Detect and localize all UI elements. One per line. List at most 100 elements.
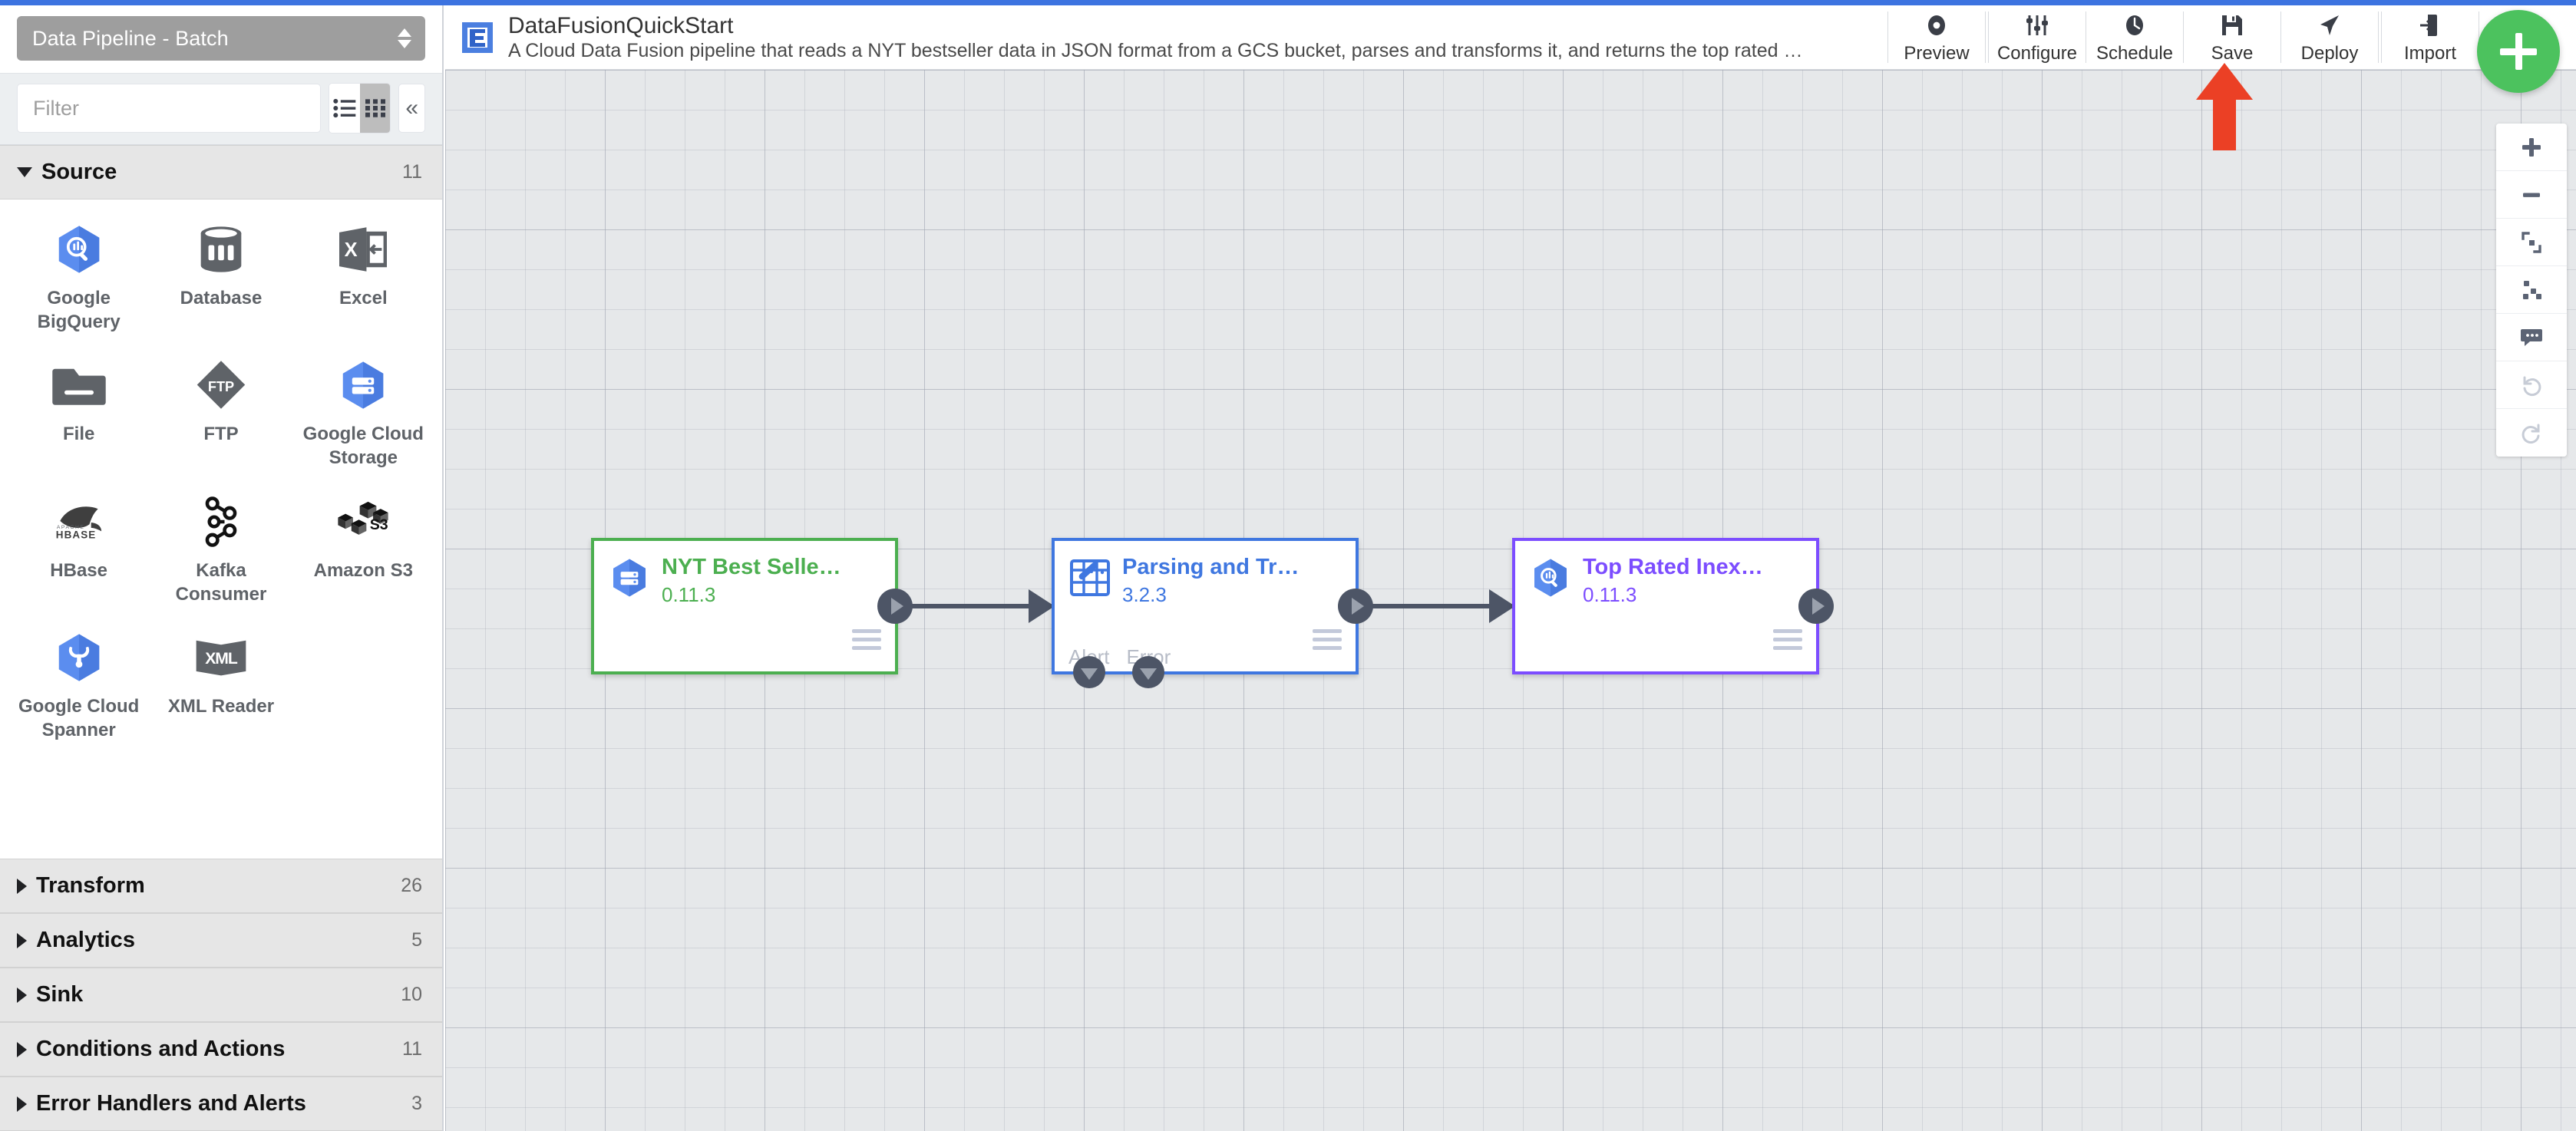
- redo-icon[interactable]: [2496, 409, 2567, 457]
- pipeline-text: DataFusionQuickStart A Cloud Data Fusion…: [508, 12, 1813, 62]
- node-name: Top Rated Inex…: [1583, 555, 1763, 579]
- output-port-icon[interactable]: [1338, 589, 1373, 624]
- paper-plane-icon: [2317, 11, 2342, 40]
- sidebar-group-count: 11: [402, 161, 422, 183]
- schedule-button[interactable]: Schedule: [2086, 5, 2183, 69]
- plugin-label: Excel: [339, 288, 388, 308]
- align-nodes-icon[interactable]: [2496, 266, 2567, 314]
- plugin-item-excel[interactable]: X Excel: [292, 216, 434, 341]
- fit-to-screen-icon[interactable]: [2496, 219, 2567, 266]
- google-cloud-storage-icon: [335, 357, 391, 414]
- sidebar-group-label: Conditions and Actions: [36, 1037, 286, 1061]
- preview-button[interactable]: Preview: [1888, 5, 1985, 69]
- connector-transform-to-sink[interactable]: [1360, 604, 1495, 608]
- chevron-right-icon: [17, 987, 27, 1003]
- alert-port[interactable]: Alert: [1068, 647, 1109, 688]
- connector-source-to-transform[interactable]: [900, 604, 1035, 608]
- pipeline-node-transform[interactable]: Parsing and Tr… 3.2.3 Alert Error: [1052, 538, 1373, 688]
- google-cloud-spanner-icon: [51, 629, 107, 686]
- node-menu-icon[interactable]: [852, 629, 881, 650]
- eye-icon: [1924, 11, 1950, 40]
- plugin-item-amazon-s3[interactable]: S3 Amazon S3: [292, 489, 434, 614]
- save-button[interactable]: Save: [2184, 5, 2280, 69]
- grid-view-icon[interactable]: [359, 84, 391, 133]
- ftp-icon: FTP: [193, 357, 249, 414]
- artifact-type-select[interactable]: Data Pipeline - Batch: [17, 16, 425, 61]
- node-version: 0.11.3: [662, 583, 716, 607]
- toolbar-divider: [1985, 12, 1989, 63]
- view-toggle-group: [329, 83, 391, 134]
- pipeline-node-source[interactable]: NYT Best Selle… 0.11.3: [591, 538, 913, 674]
- sidebar-group-conditions-and-actions[interactable]: Conditions and Actions 11: [0, 1022, 442, 1077]
- toolbar-label: Configure: [1996, 42, 2078, 64]
- svg-text:HBASE: HBASE: [55, 529, 96, 540]
- node-menu-icon[interactable]: [1773, 629, 1802, 650]
- plugin-label: Google Cloud Spanner: [18, 696, 140, 741]
- sidebar-group-transform[interactable]: Transform 26: [0, 859, 442, 913]
- pipeline-canvas[interactable]: NYT Best Selle… 0.11.3: [445, 70, 2576, 1131]
- sidebar-group-error-handlers-and-alerts[interactable]: Error Handlers and Alerts 3: [0, 1077, 442, 1131]
- connector-arrowhead: [1489, 589, 1515, 623]
- kafka-icon: [193, 493, 249, 550]
- pipeline-node-sink[interactable]: Top Rated Inex… 0.11.3: [1512, 538, 1834, 674]
- error-port-knob[interactable]: [1132, 656, 1165, 688]
- google-bigquery-icon: [51, 221, 107, 278]
- configure-button[interactable]: Configure: [1989, 5, 2086, 69]
- toolbar-label: Deploy: [2300, 42, 2359, 64]
- output-port-icon[interactable]: [877, 589, 913, 624]
- toolbar-label: Preview: [1904, 42, 1970, 64]
- node-name: NYT Best Selle…: [662, 555, 841, 579]
- comment-icon[interactable]: [2496, 314, 2567, 361]
- zoom-out-icon[interactable]: [2496, 171, 2567, 219]
- deploy-button[interactable]: Deploy: [2281, 5, 2378, 69]
- filter-row: «: [0, 73, 442, 145]
- select-caret-icon: [398, 28, 411, 48]
- import-button[interactable]: Import: [2382, 5, 2479, 69]
- alert-port-knob[interactable]: [1072, 656, 1105, 688]
- node-version: 0.11.3: [1583, 583, 1637, 607]
- plugin-item-google-cloud-storage[interactable]: Google Cloud Storage: [292, 352, 434, 477]
- clock-icon: [2123, 11, 2146, 40]
- xml-reader-icon: XML: [193, 629, 249, 686]
- plugin-label: XML Reader: [167, 696, 275, 717]
- toolbar-divider: [2183, 12, 2184, 63]
- node-menu-icon[interactable]: [1313, 629, 1342, 650]
- plugin-item-xml-reader[interactable]: XML XML Reader: [150, 625, 292, 750]
- node-version: 3.2.3: [1122, 583, 1167, 607]
- pipeline-description: A Cloud Data Fusion pipeline that reads …: [508, 40, 1813, 62]
- plugin-item-file[interactable]: File: [8, 352, 150, 477]
- sidebar-group-count: 11: [402, 1038, 422, 1060]
- error-port[interactable]: Error: [1126, 647, 1171, 688]
- artifact-select-container: Data Pipeline - Batch: [0, 5, 442, 73]
- file-folder-icon: [51, 357, 107, 414]
- plugin-item-kafka-consumer[interactable]: Kafka Consumer: [150, 489, 292, 614]
- import-arrow-icon: [2419, 11, 2442, 40]
- toolbar-divider: [2378, 12, 2382, 63]
- node-titles: NYT Best Selle… 0.11.3: [662, 555, 841, 607]
- plugin-item-google-cloud-spanner[interactable]: Google Cloud Spanner: [8, 625, 150, 750]
- list-view-icon[interactable]: [329, 84, 360, 133]
- plugin-label: Google BigQuery: [37, 288, 121, 332]
- sidebar-group-source[interactable]: Source 11: [0, 145, 442, 199]
- chevron-right-icon: [17, 932, 27, 948]
- sidebar-group-label: Transform: [36, 873, 145, 898]
- undo-icon[interactable]: [2496, 361, 2567, 409]
- output-port-icon[interactable]: [1798, 589, 1834, 624]
- zoom-in-icon[interactable]: [2496, 124, 2567, 171]
- sidebar-group-label: Error Handlers and Alerts: [36, 1091, 306, 1116]
- plugin-sidebar: Data Pipeline - Batch: [0, 5, 444, 1131]
- collapse-panel-icon[interactable]: «: [398, 84, 425, 133]
- node-titles: Parsing and Tr… 3.2.3: [1122, 555, 1299, 607]
- plugin-item-hbase[interactable]: HBASE APACHE HBase: [8, 489, 150, 614]
- plugin-item-database[interactable]: Database: [150, 216, 292, 341]
- svg-text:APACHE: APACHE: [57, 525, 85, 530]
- add-node-icon[interactable]: [2477, 10, 2560, 93]
- sidebar-group-analytics[interactable]: Analytics 5: [0, 913, 442, 968]
- plugin-item-ftp[interactable]: FTP FTP: [150, 352, 292, 477]
- sidebar-group-sink[interactable]: Sink 10: [0, 968, 442, 1022]
- plugin-item-google-bigquery[interactable]: Google BigQuery: [8, 216, 150, 341]
- filter-input[interactable]: [17, 84, 321, 133]
- plugin-label: Database: [180, 288, 263, 308]
- wrangler-icon: [1068, 556, 1111, 599]
